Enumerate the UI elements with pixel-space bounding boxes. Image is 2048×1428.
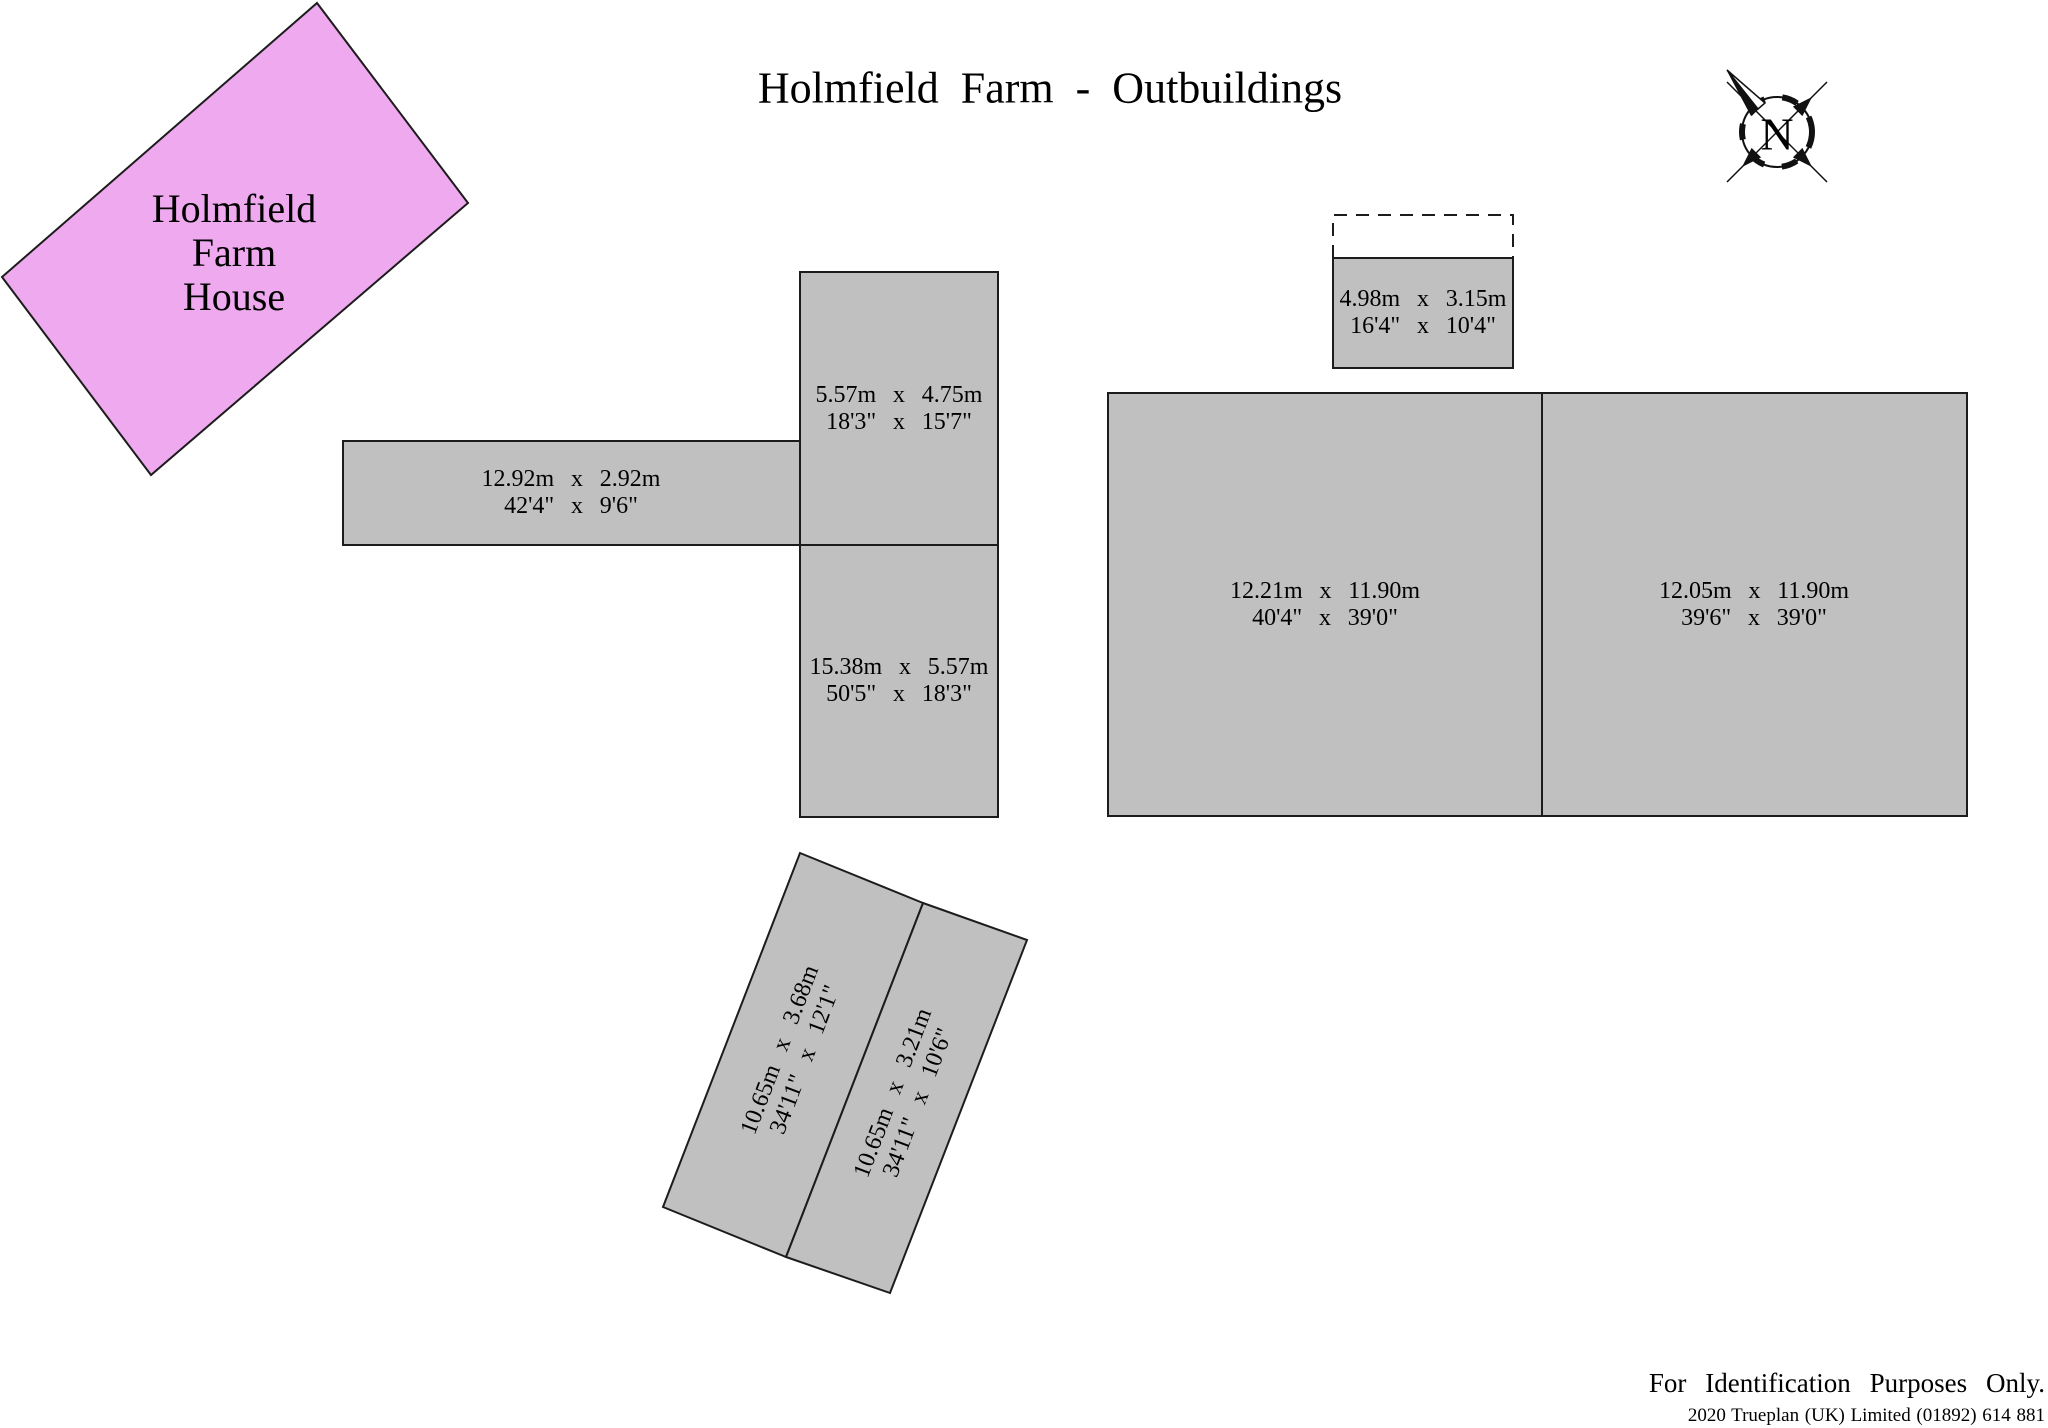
north-compass [1726, 69, 1828, 183]
dimension-metric: 4.98m x 3.15m [1339, 286, 1507, 312]
identification-disclaimer: For Identification Purposes Only. [1648, 1368, 2045, 1398]
dimension-imperial: 16'4" x 10'4" [1350, 313, 1496, 339]
outbuilding-8-shape [784, 901, 1029, 1295]
compass-spike-icon [1792, 97, 1812, 117]
compass-spike-icon [1792, 147, 1812, 167]
outbuilding-4-shape [1332, 257, 1514, 369]
compass-spike-icon [1742, 147, 1762, 167]
outbuilding-2-label: 12.92m x 2.92m 42'4" x 9'6" [482, 466, 661, 520]
dimension-metric: 12.92m x 2.92m [481, 466, 661, 492]
outbuilding-1-label: 5.57m x 4.75m 18'3" x 15'7" [816, 382, 983, 436]
compass-needle-icon [1726, 69, 1759, 116]
footer: For Identification Purposes Only. 2020 T… [1648, 1368, 2045, 1426]
dimension-imperial: 42'4" x 9'6" [504, 493, 638, 519]
trueplan-credit: 2020 Trueplan (UK) Limited (01892) 614 8… [1687, 1405, 2045, 1426]
farm-house-shape [0, 1, 470, 477]
outbuilding-1-shape [799, 271, 999, 546]
dimension-metric: 5.57m x 4.75m [815, 382, 983, 408]
dimension-metric: 12.21m x 11.90m [1229, 578, 1421, 604]
dimension-metric: 12.05m x 11.90m [1658, 578, 1850, 604]
outbuilding-6-shape [1541, 392, 1968, 817]
farm-house-label-line: House [182, 274, 286, 319]
outbuilding-6-label: 12.05m x 11.90m 39'6" x 39'0" [1659, 578, 1849, 632]
outbuilding-3-label: 15.38m x 5.57m 50'5" x 18'3" [810, 654, 989, 708]
dimension-imperial: 40'4" x 39'0" [1252, 605, 1398, 631]
dimension-metric: 15.38m x 5.57m [809, 654, 989, 680]
outbuilding-4-open-front-dashed-outline [1332, 214, 1514, 258]
dimension-imperial: 18'3" x 15'7" [826, 409, 972, 435]
dimension-imperial: 39'6" x 39'0" [1681, 605, 1827, 631]
page-title: Holmfield Farm - Outbuildings [757, 63, 1343, 113]
compass-north-letter: N [1760, 108, 1794, 160]
compass-dashed-ring-icon [1739, 94, 1815, 170]
outbuilding-2-shape [342, 440, 801, 546]
outbuilding-5-label: 12.21m x 11.90m 40'4" x 39'0" [1230, 578, 1420, 632]
dimension-imperial: 50'5" x 18'3" [826, 681, 972, 707]
farm-house-label-line: Farm [191, 230, 277, 275]
farm-house-label-line: Holmfield [151, 186, 317, 231]
outbuilding-3-shape [799, 544, 999, 818]
outbuilding-5-shape [1107, 392, 1543, 817]
outbuilding-4-label: 4.98m x 3.15m 16'4" x 10'4" [1340, 286, 1507, 340]
farm-house-label: Holmfield Farm House [152, 187, 316, 319]
